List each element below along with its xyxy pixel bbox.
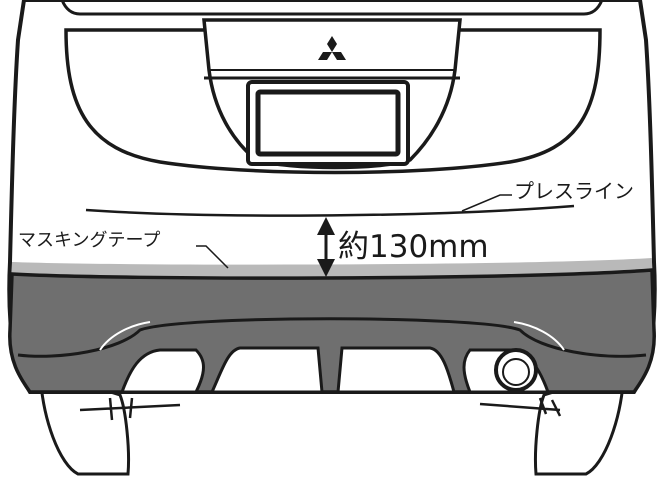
diffuser-left xyxy=(119,348,205,394)
left-rear-tire xyxy=(38,367,130,476)
bumper-inner-right xyxy=(513,321,565,351)
underbody-left xyxy=(79,397,181,421)
three-diamond-logo xyxy=(318,36,346,60)
masking-tape-leader xyxy=(196,245,229,269)
press-line-leader xyxy=(461,194,512,212)
underbody-right xyxy=(479,397,562,417)
rear-bumper xyxy=(8,268,656,394)
diffuser-center-left xyxy=(209,346,324,394)
diffuser-center-right xyxy=(336,346,456,394)
right-rear-tire xyxy=(534,367,626,476)
exhaust-pipe-inner xyxy=(502,358,530,386)
tailgate-panel xyxy=(64,28,602,175)
roof-edge xyxy=(60,0,604,16)
bumper-inner-left xyxy=(99,321,151,351)
measurement-label: 約130mm xyxy=(338,229,489,265)
license-plate-inner xyxy=(255,89,401,157)
press-line-label: プレスライン xyxy=(514,179,634,203)
masking-tape-label: マスキングテープ xyxy=(18,230,160,251)
press-line xyxy=(85,204,575,217)
